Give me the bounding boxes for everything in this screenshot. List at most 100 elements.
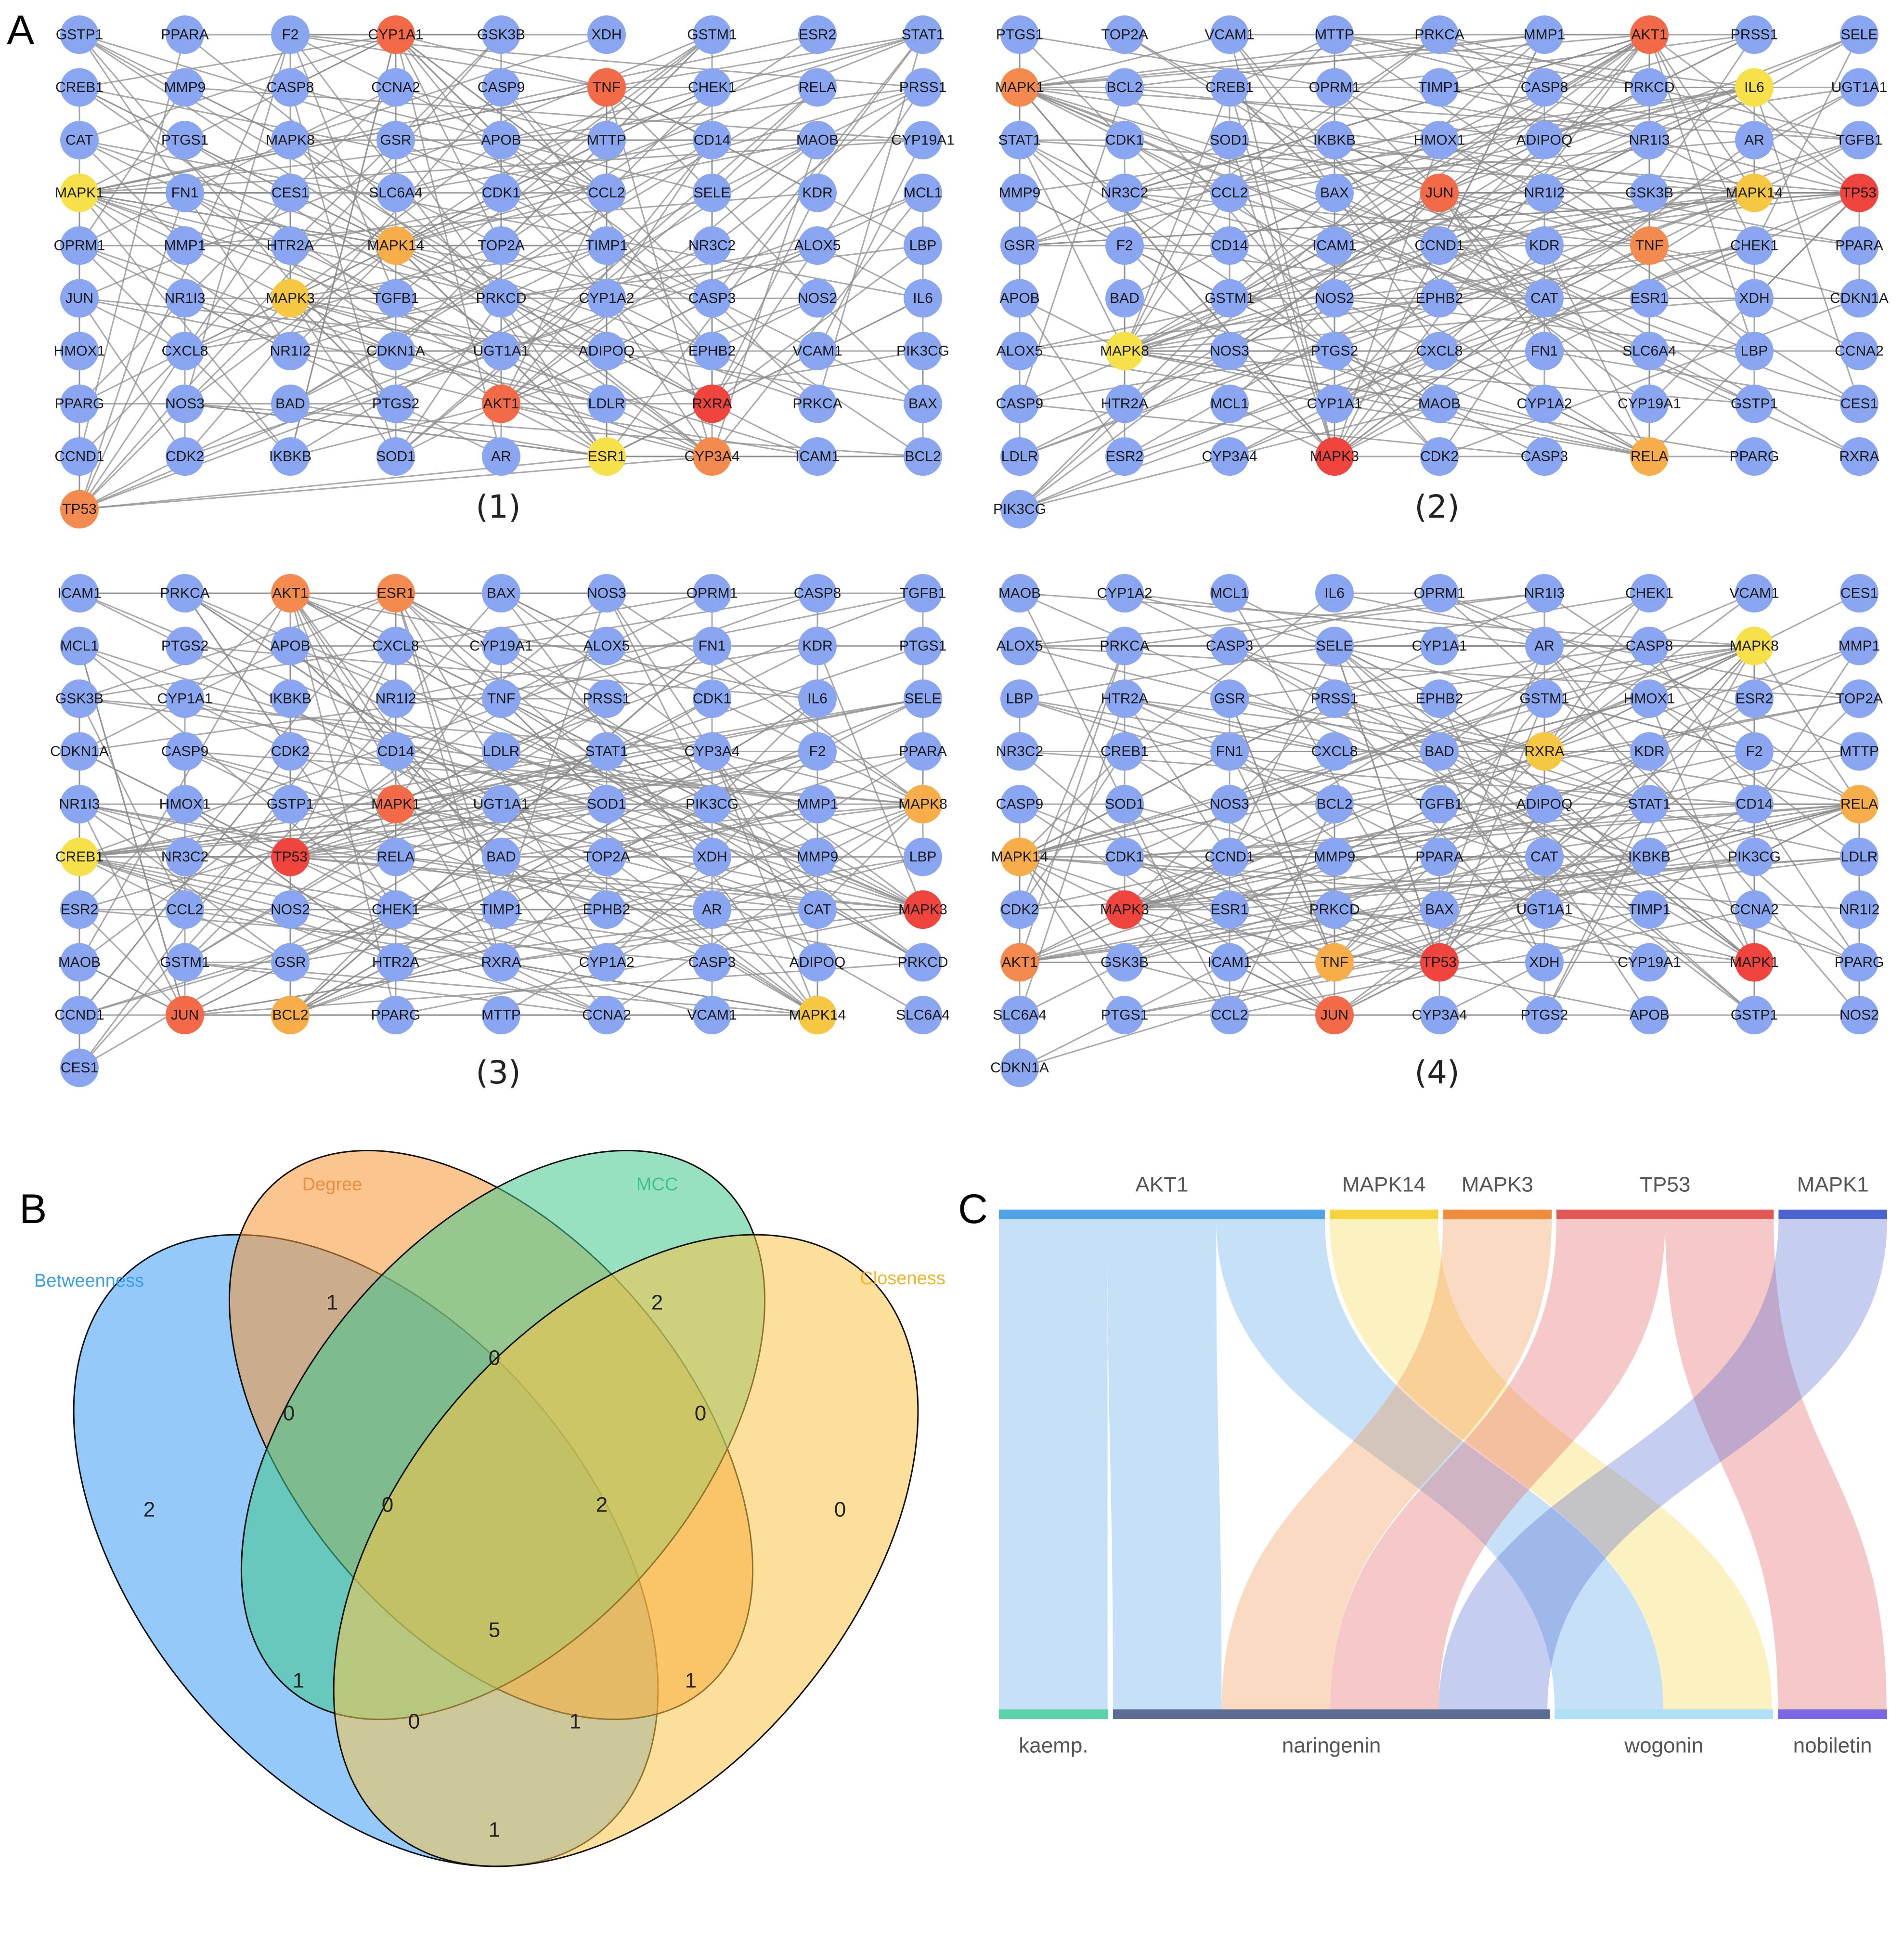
node-circle xyxy=(1210,679,1249,718)
network-node: TNF xyxy=(482,679,520,718)
network-node: NOS3 xyxy=(587,574,626,613)
network-node: NR3C2 xyxy=(996,732,1043,771)
network-node: PPARG xyxy=(1730,437,1779,476)
node-label: BAD xyxy=(1425,743,1454,759)
node-circle xyxy=(376,996,415,1034)
node-label: TOP2A xyxy=(1101,27,1148,43)
network-node: GSK3B xyxy=(55,679,104,718)
network-label: (1) xyxy=(476,488,521,525)
node-circle xyxy=(1630,996,1669,1034)
node-label: NR1I3 xyxy=(1524,586,1565,601)
network-node: MAPK3 xyxy=(898,890,947,929)
network-edge xyxy=(395,139,923,404)
node-circle xyxy=(693,996,731,1034)
node-circle xyxy=(1000,68,1039,107)
network-edge xyxy=(1334,698,1860,805)
node-circle xyxy=(166,332,204,370)
node-circle xyxy=(1105,626,1144,665)
network-edge xyxy=(1753,645,1860,805)
node-label: TP53 xyxy=(62,501,97,517)
network-node: CCND1 xyxy=(54,996,104,1034)
network-node: CASP9 xyxy=(161,732,208,771)
network-node: XDH xyxy=(1735,279,1774,318)
node-label: CXCL8 xyxy=(1311,743,1358,759)
network-edge xyxy=(816,645,924,910)
node-label: CDK2 xyxy=(271,743,310,759)
node-circle xyxy=(587,837,626,876)
network-node: JUN xyxy=(166,996,204,1034)
node-circle xyxy=(904,626,942,665)
node-label: OPRM1 xyxy=(1309,79,1360,95)
sankey-target-bar xyxy=(1443,1210,1552,1219)
node-label: BAX xyxy=(487,586,516,601)
node-circle xyxy=(1105,732,1144,771)
network-node: ICAM1 xyxy=(1312,226,1357,265)
node-label: STAT1 xyxy=(585,743,628,759)
network-node: MAPK1 xyxy=(55,173,104,212)
node-circle xyxy=(587,384,626,423)
network-node: BCL2 xyxy=(904,437,942,476)
node-circle xyxy=(166,785,204,823)
network-node: CYP1A2 xyxy=(1097,574,1153,613)
node-label: TNF xyxy=(487,691,515,707)
node-circle xyxy=(904,384,942,423)
node-circle xyxy=(1420,837,1459,876)
node-circle xyxy=(1210,173,1249,212)
node-circle xyxy=(904,437,942,476)
node-label: CAT xyxy=(65,132,93,148)
network-edge xyxy=(79,192,396,352)
network-edge xyxy=(1019,192,1860,247)
node-circle xyxy=(1630,679,1669,718)
network-node: CDKN1A xyxy=(1830,279,1889,318)
node-circle xyxy=(1000,437,1039,476)
network-edge xyxy=(1334,698,1650,805)
network-node: MMP9 xyxy=(999,173,1040,212)
network-node: MMP1 xyxy=(1524,15,1565,54)
sankey-target-bar xyxy=(1556,1210,1774,1219)
node-label: MTTP xyxy=(1315,27,1354,43)
node-label: APOB xyxy=(999,290,1039,306)
network-node: MAPK1 xyxy=(1730,943,1779,982)
panel-c-letter: C xyxy=(958,1186,988,1232)
network-node: NR1I2 xyxy=(270,332,311,370)
network-node: RXRA xyxy=(481,943,521,982)
network-node: NR1I3 xyxy=(1629,121,1670,159)
network-node: CASP3 xyxy=(1521,437,1568,476)
network-node: LBP xyxy=(1000,679,1039,718)
node-circle xyxy=(482,279,520,318)
network-node: TIMP1 xyxy=(480,890,522,929)
network-edge xyxy=(78,34,397,404)
network-node: TOP2A xyxy=(478,226,525,265)
node-label: CCNA2 xyxy=(1730,902,1779,918)
node-label: TP53 xyxy=(273,849,308,865)
node-label: F2 xyxy=(1746,743,1762,759)
network-edge xyxy=(79,298,185,352)
network-node: CASP8 xyxy=(267,68,314,107)
network-edge xyxy=(395,592,502,647)
node-label: GSK3B xyxy=(1625,185,1673,201)
node-label: MMP9 xyxy=(164,79,206,95)
network-node: STAT1 xyxy=(1628,785,1671,823)
network-edge xyxy=(289,593,608,1016)
node-label: SELE xyxy=(905,691,942,707)
node-circle xyxy=(376,679,415,718)
node-label: STAT1 xyxy=(1628,796,1671,812)
node-circle xyxy=(482,173,520,212)
network-node: UGT1A1 xyxy=(1516,890,1572,929)
node-label: CASP9 xyxy=(996,796,1043,812)
node-label: CDK1 xyxy=(1105,849,1144,865)
node-circle xyxy=(1525,68,1564,107)
network-edge xyxy=(1019,592,1545,647)
network-node: OPRM1 xyxy=(1414,574,1465,613)
node-label: TNF xyxy=(1635,238,1663,254)
network-node: RXRA xyxy=(692,384,732,423)
network-edge xyxy=(711,192,924,457)
node-label: ESR2 xyxy=(61,902,98,918)
network-node: LDLR xyxy=(482,732,520,771)
node-label: CYP19A1 xyxy=(1618,396,1681,412)
network-node: PPARA xyxy=(1415,837,1464,876)
node-circle xyxy=(1630,68,1669,107)
node-label: CAT xyxy=(1530,849,1558,865)
